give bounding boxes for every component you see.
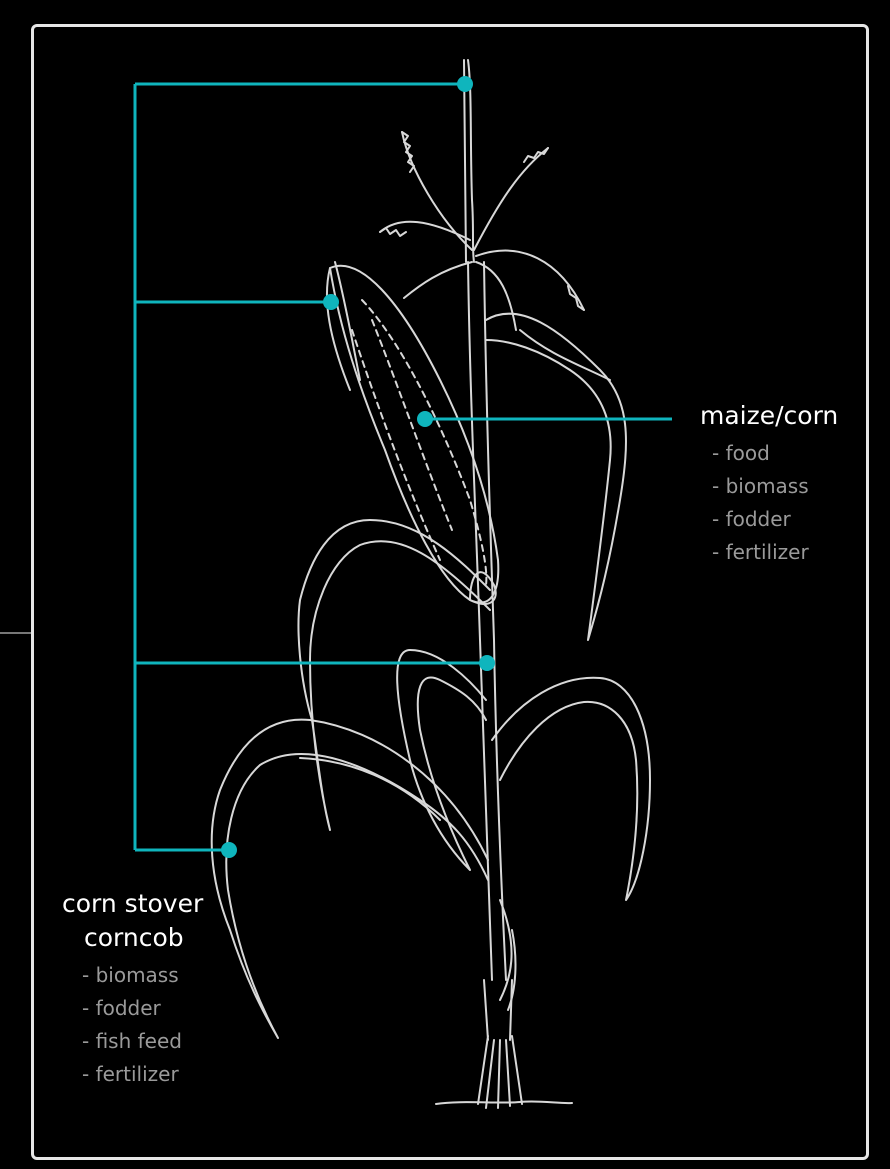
maize-uses-list: - food - biomass - fodder - fertilizer (712, 437, 838, 569)
ground-line (436, 1101, 572, 1104)
leaf-lower-left-inner (300, 758, 515, 1010)
stalk (468, 262, 506, 980)
leaf-upper-right (486, 314, 626, 640)
maize-title: maize/corn (700, 399, 838, 433)
maize-use-item: - food (712, 437, 838, 470)
stover-title: corn stover (62, 887, 203, 921)
callout-dot-stalk (479, 655, 495, 671)
stover-use-item: - biomass (82, 959, 203, 992)
stover-use-item: - fodder (82, 992, 203, 1025)
callout-dot-leaf (221, 842, 237, 858)
stover-uses-list: - biomass - fodder - fish feed - fertili… (82, 959, 203, 1091)
callout-dot-maize (417, 411, 433, 427)
maize-label-block: maize/corn - food - biomass - fodder - f… (700, 399, 838, 569)
maize-use-item: - fodder (712, 503, 838, 536)
stover-use-item: - fish feed (82, 1025, 203, 1058)
leaf-right-lower (492, 678, 650, 900)
leaf-lower-left (212, 720, 488, 1038)
callout-dots (221, 76, 495, 858)
stover-label-block: corn stover corncob - biomass - fodder -… (62, 887, 203, 1091)
corn-plant-illustration (212, 60, 650, 1108)
corncob-title: corncob (62, 921, 203, 955)
maize-use-item: - biomass (712, 470, 838, 503)
maize-use-item: - fertilizer (712, 536, 838, 569)
leaf-center (397, 650, 486, 870)
callout-lines (135, 84, 672, 850)
callout-dot-ear-tip (323, 294, 339, 310)
tassel-branches (380, 132, 584, 330)
stover-use-item: - fertilizer (82, 1058, 203, 1091)
callout-dot-tassel (457, 76, 473, 92)
